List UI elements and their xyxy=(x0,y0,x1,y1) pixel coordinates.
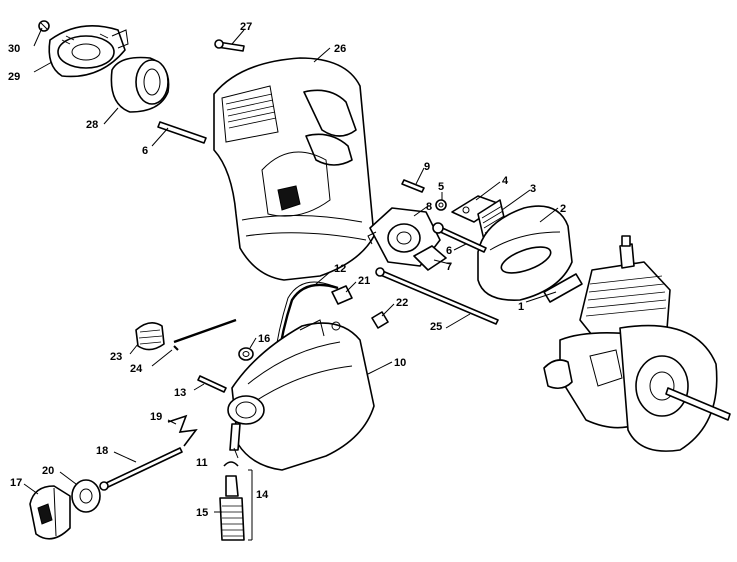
part-25-bolt xyxy=(375,267,499,325)
part-23-boot xyxy=(135,322,165,351)
part-30-screw xyxy=(38,20,50,32)
callout-5: 5 xyxy=(438,181,444,193)
callout-3: 3 xyxy=(530,183,536,195)
part-5-nut xyxy=(435,199,447,211)
callout-15: 15 xyxy=(196,507,208,519)
callout-19: 19 xyxy=(150,411,162,423)
callout-8: 8 xyxy=(426,201,432,213)
part-29-fan-cover xyxy=(48,24,129,78)
callout-6-middle: 6 xyxy=(446,245,452,257)
part-22-plug xyxy=(371,311,389,329)
callout-6-top: 6 xyxy=(142,145,148,157)
part-11-fuel-cap xyxy=(227,395,265,451)
callout-12: 12 xyxy=(334,263,346,275)
callout-25: 25 xyxy=(430,321,442,333)
callout-10: 10 xyxy=(394,357,406,369)
callout-17: 17 xyxy=(10,477,22,489)
part-16-grommet xyxy=(238,347,254,361)
part-2-muffler xyxy=(477,205,573,301)
callout-1: 1 xyxy=(518,301,524,313)
part-19-clip xyxy=(167,414,198,447)
callout-9: 9 xyxy=(424,161,430,173)
callout-18: 18 xyxy=(96,445,108,457)
part-20-washer xyxy=(71,479,101,513)
part-6-screw-middle xyxy=(432,222,487,253)
callout-labels: 30 29 28 6 27 26 9 5 4 3 2 8 6 7 1 25 10… xyxy=(8,21,566,519)
part-14-fuel-pickup xyxy=(223,461,239,497)
callout-26: 26 xyxy=(334,43,346,55)
part-24-wire xyxy=(173,318,237,351)
part-17-knob xyxy=(29,485,71,540)
part-26-shroud xyxy=(213,57,375,281)
callout-29: 29 xyxy=(8,71,20,83)
part-7-gasket xyxy=(413,245,447,271)
part-18-screw xyxy=(99,447,183,491)
callout-7: 7 xyxy=(446,261,452,273)
part-6-pin-top xyxy=(157,121,207,144)
engine-assembly xyxy=(543,235,731,452)
part-27-screw xyxy=(214,39,245,52)
callout-11: 11 xyxy=(196,457,208,469)
callout-23: 23 xyxy=(110,351,122,363)
callout-14: 14 xyxy=(256,489,269,501)
callout-24: 24 xyxy=(130,363,143,375)
leader-lines xyxy=(23,27,559,541)
callout-20: 20 xyxy=(42,465,54,477)
part-10-fuel-tank-housing xyxy=(231,319,375,471)
part-28-air-filter xyxy=(110,56,170,113)
callout-2: 2 xyxy=(560,203,566,215)
callout-4: 4 xyxy=(502,175,509,187)
part-15-fuel-filter xyxy=(219,497,245,541)
callout-13: 13 xyxy=(174,387,186,399)
part-1-gasket xyxy=(543,273,583,303)
callout-16: 16 xyxy=(258,333,270,345)
callout-22: 22 xyxy=(396,297,408,309)
part-9-screw xyxy=(401,179,425,193)
callout-28: 28 xyxy=(86,119,98,131)
callout-30: 30 xyxy=(8,43,20,55)
callout-21: 21 xyxy=(358,275,370,287)
part-13-pin xyxy=(197,375,227,393)
callout-27: 27 xyxy=(240,21,252,33)
